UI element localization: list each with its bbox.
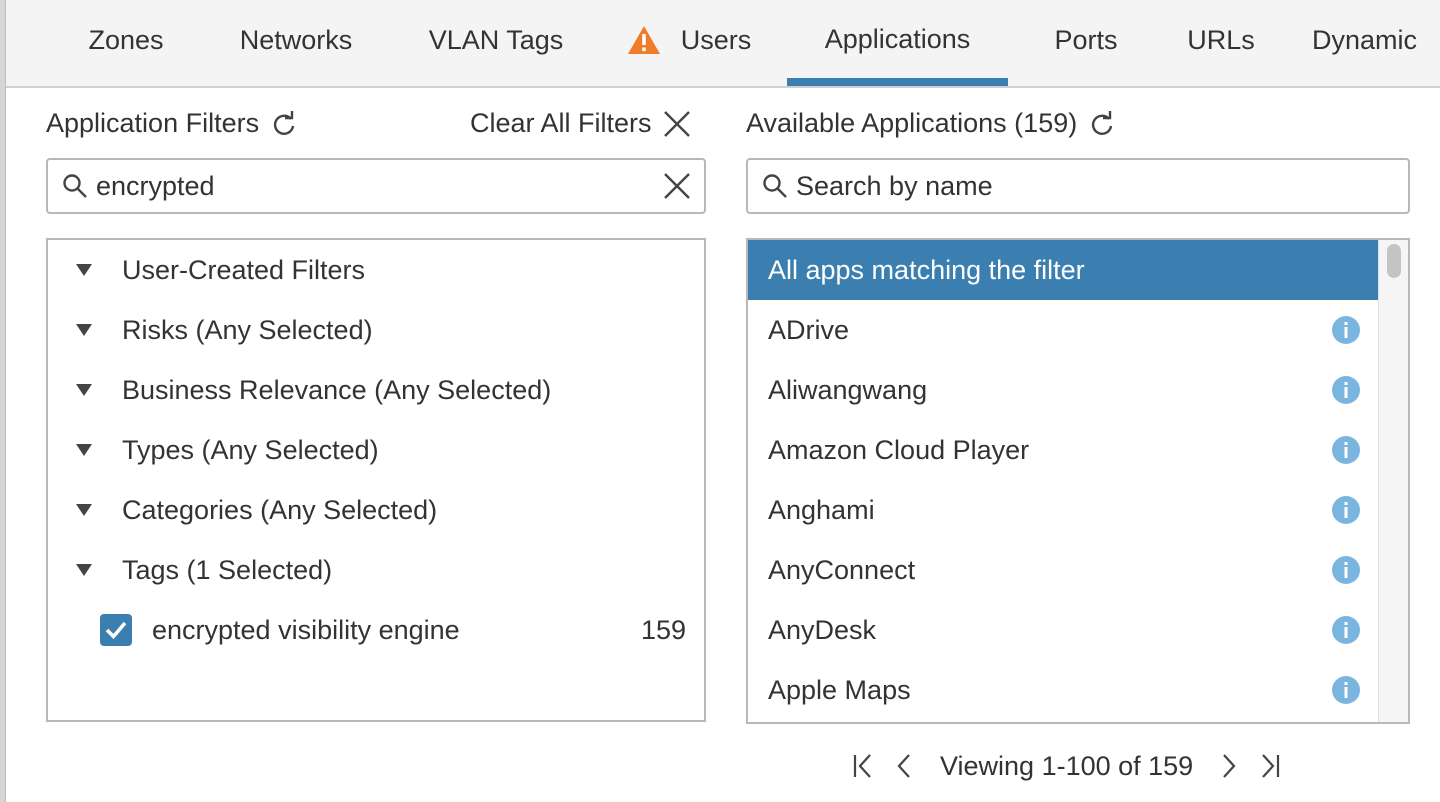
app-row[interactable]: Amazon Cloud Player [748, 420, 1380, 480]
expand-caret-icon [76, 264, 92, 276]
tab-urls[interactable]: URLs [1176, 0, 1266, 86]
tag-count: 159 [640, 614, 686, 645]
tab-label: Networks [239, 24, 353, 55]
tab-label: Dynamic [1312, 24, 1418, 55]
tab-zones[interactable]: Zones [76, 0, 176, 86]
info-icon[interactable] [1332, 376, 1360, 404]
next-page-button[interactable] [1213, 751, 1243, 781]
pager-text: Viewing 1-100 of 159 [940, 750, 1194, 781]
apps-title: Available Applications (159) [746, 108, 1078, 138]
first-page-button[interactable] [848, 751, 878, 781]
filter-group-label: Business Relevance (Any Selected) [122, 374, 552, 405]
filters-header: Application Filters [46, 108, 297, 139]
apps-header: Available Applications (159) [746, 108, 1115, 139]
app-label: AnyDesk [768, 614, 877, 645]
tab-users[interactable]: Users [614, 0, 764, 86]
info-icon[interactable] [1332, 676, 1360, 704]
last-page-icon [1262, 754, 1280, 778]
expand-caret-icon [76, 564, 92, 576]
prev-page-button[interactable] [890, 751, 920, 781]
refresh-icon[interactable] [1089, 110, 1115, 137]
scrollbar-thumb[interactable] [1387, 244, 1401, 278]
app-search-box [746, 158, 1410, 214]
tab-networks[interactable]: Networks [221, 0, 371, 86]
tab-bar: Zones Networks VLAN Tags Users Applicati… [6, 0, 1440, 88]
app-label: Anghami [768, 494, 875, 525]
search-icon [63, 174, 87, 198]
clear-all-filters-label: Clear All Filters [470, 108, 652, 138]
tab-dynamic[interactable]: Dynamic [1312, 0, 1440, 86]
filter-search-box [46, 158, 706, 214]
app-row[interactable]: Aliwangwang [748, 360, 1380, 420]
tab-ports[interactable]: Ports [1036, 0, 1136, 86]
tab-label: Users [680, 24, 752, 55]
scrollbar[interactable] [1378, 240, 1408, 722]
clear-search-icon[interactable] [662, 171, 692, 201]
filter-group-types[interactable]: Types (Any Selected) [76, 430, 379, 470]
filter-group-label: Types (Any Selected) [122, 434, 379, 465]
tag-filter-row: encrypted visibility engine 159 [100, 610, 686, 650]
last-page-button[interactable] [1255, 751, 1285, 781]
tag-label: encrypted visibility engine [152, 614, 460, 645]
tab-applications[interactable]: Applications [787, 0, 1008, 86]
tab-vlan-tags[interactable]: VLAN Tags [411, 0, 581, 86]
app-row-all-matching[interactable]: All apps matching the filter [748, 240, 1380, 300]
tab-label: Ports [1054, 24, 1118, 55]
app-row[interactable]: ADrive [748, 300, 1380, 360]
refresh-icon[interactable] [271, 110, 297, 137]
filter-group-label: User-Created Filters [122, 254, 366, 285]
app-label: Aliwangwang [768, 374, 928, 405]
filter-group-label: Categories (Any Selected) [122, 494, 438, 525]
info-icon[interactable] [1332, 436, 1360, 464]
tab-label: Zones [88, 24, 164, 55]
warning-icon [627, 26, 660, 54]
window-edge [0, 0, 6, 802]
app-label: AnyConnect [768, 554, 916, 585]
expand-caret-icon [76, 384, 92, 396]
app-label: Apple Maps [768, 674, 911, 705]
info-icon[interactable] [1332, 316, 1360, 344]
chevron-left-icon [897, 754, 910, 778]
filter-group-business-relevance[interactable]: Business Relevance (Any Selected) [76, 370, 551, 410]
chevron-right-icon [1223, 754, 1236, 778]
filter-group-label: Risks (Any Selected) [122, 314, 373, 345]
app-label: Amazon Cloud Player [768, 434, 1030, 465]
tab-label: URLs [1187, 24, 1255, 55]
filters-title: Application Filters [46, 108, 260, 138]
tab-label: VLAN Tags [428, 24, 564, 55]
search-icon [763, 174, 787, 198]
expand-caret-icon [76, 444, 92, 456]
info-icon[interactable] [1332, 556, 1360, 584]
filter-group-label: Tags (1 Selected) [122, 554, 333, 585]
tab-label: Applications [824, 23, 971, 54]
filter-search-input[interactable] [96, 170, 662, 202]
filter-group-categories[interactable]: Categories (Any Selected) [76, 490, 437, 530]
app-list: All apps matching the filter ADrive Aliw… [746, 238, 1410, 724]
filter-group-user-created[interactable]: User-Created Filters [76, 250, 365, 290]
info-icon[interactable] [1332, 616, 1360, 644]
expand-caret-icon [76, 324, 92, 336]
tag-checkbox[interactable] [100, 614, 132, 646]
pagination: Viewing 1-100 of 159 [848, 744, 1285, 788]
app-row[interactable]: AnyDesk [748, 600, 1380, 660]
first-page-icon [853, 754, 871, 778]
app-row[interactable]: Apple Maps [748, 660, 1380, 720]
app-label: ADrive [768, 314, 850, 345]
info-icon[interactable] [1332, 496, 1360, 524]
expand-caret-icon [76, 504, 92, 516]
close-icon [663, 110, 690, 137]
filter-tree: User-Created Filters Risks (Any Selected… [46, 238, 706, 722]
filter-group-tags[interactable]: Tags (1 Selected) [76, 550, 332, 590]
app-search-input[interactable] [796, 170, 1408, 202]
app-row[interactable]: AnyConnect [748, 540, 1380, 600]
filter-group-risks[interactable]: Risks (Any Selected) [76, 310, 373, 350]
checkmark-icon [105, 621, 127, 640]
clear-all-filters-button[interactable]: Clear All Filters [470, 108, 692, 139]
app-label: All apps matching the filter [768, 254, 1085, 285]
app-row[interactable]: Anghami [748, 480, 1380, 540]
